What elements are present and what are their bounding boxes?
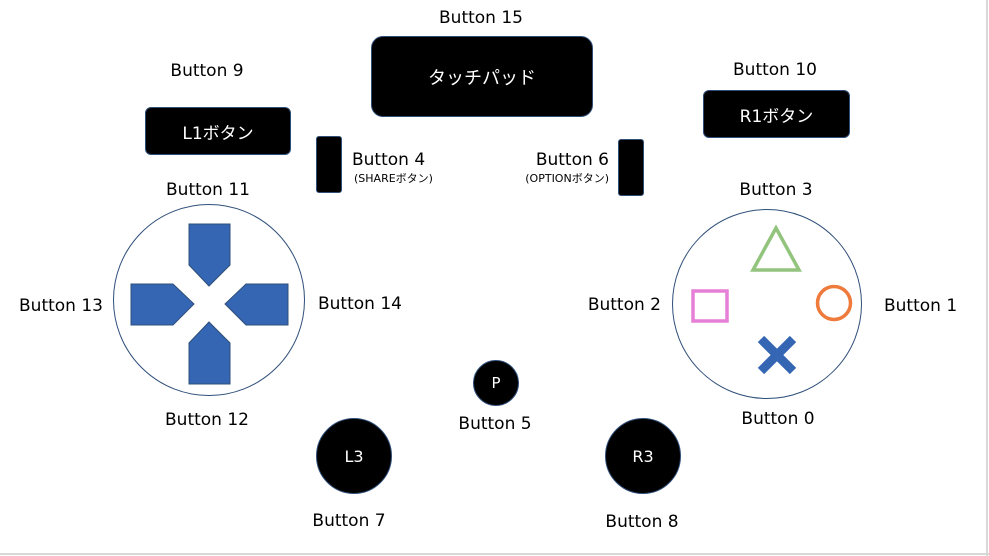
ps-button[interactable]: P xyxy=(473,360,519,406)
dpad-down-button[interactable] xyxy=(188,321,231,385)
label-button-2: Button 2 xyxy=(587,295,661,315)
frame-edge-right xyxy=(986,0,988,556)
label-button-8: Button 8 xyxy=(605,512,679,532)
label-button-11: Button 11 xyxy=(166,180,250,200)
label-button-12: Button 12 xyxy=(165,410,249,430)
label-button-15: Button 15 xyxy=(439,8,523,28)
dpad-left-button[interactable] xyxy=(130,283,195,326)
label-button-0: Button 0 xyxy=(741,409,815,429)
option-button[interactable] xyxy=(618,139,644,196)
label-option-sub: (OPTIONボタン) xyxy=(525,172,609,185)
circle-button[interactable] xyxy=(815,284,853,322)
label-button-3: Button 3 xyxy=(739,180,813,200)
label-button-5: Button 5 xyxy=(458,414,532,434)
share-button[interactable] xyxy=(316,136,342,193)
l1-button[interactable]: L1ボタン xyxy=(145,107,291,155)
label-button-10: Button 10 xyxy=(733,60,817,80)
l3-stick-button[interactable]: L3 xyxy=(316,418,392,494)
label-button-13: Button 13 xyxy=(19,296,103,316)
touchpad-button[interactable]: タッチパッド xyxy=(371,36,593,117)
cross-button[interactable] xyxy=(757,335,797,375)
label-button-4: Button 4 xyxy=(352,150,426,170)
frame-edge-bottom xyxy=(0,553,989,555)
dpad-right-button[interactable] xyxy=(224,283,289,326)
triangle-button[interactable] xyxy=(750,224,802,272)
label-button-1: Button 1 xyxy=(884,296,958,316)
label-button-6: Button 6 xyxy=(535,150,609,170)
label-button-14: Button 14 xyxy=(318,294,402,314)
label-button-7: Button 7 xyxy=(312,511,386,531)
r3-stick-button[interactable]: R3 xyxy=(605,418,681,494)
square-button[interactable] xyxy=(691,289,729,323)
r1-button[interactable]: R1ボタン xyxy=(703,90,850,138)
dpad-up-button[interactable] xyxy=(188,223,231,287)
label-share-sub: (SHAREボタン) xyxy=(354,172,433,185)
label-button-9: Button 9 xyxy=(170,61,244,81)
